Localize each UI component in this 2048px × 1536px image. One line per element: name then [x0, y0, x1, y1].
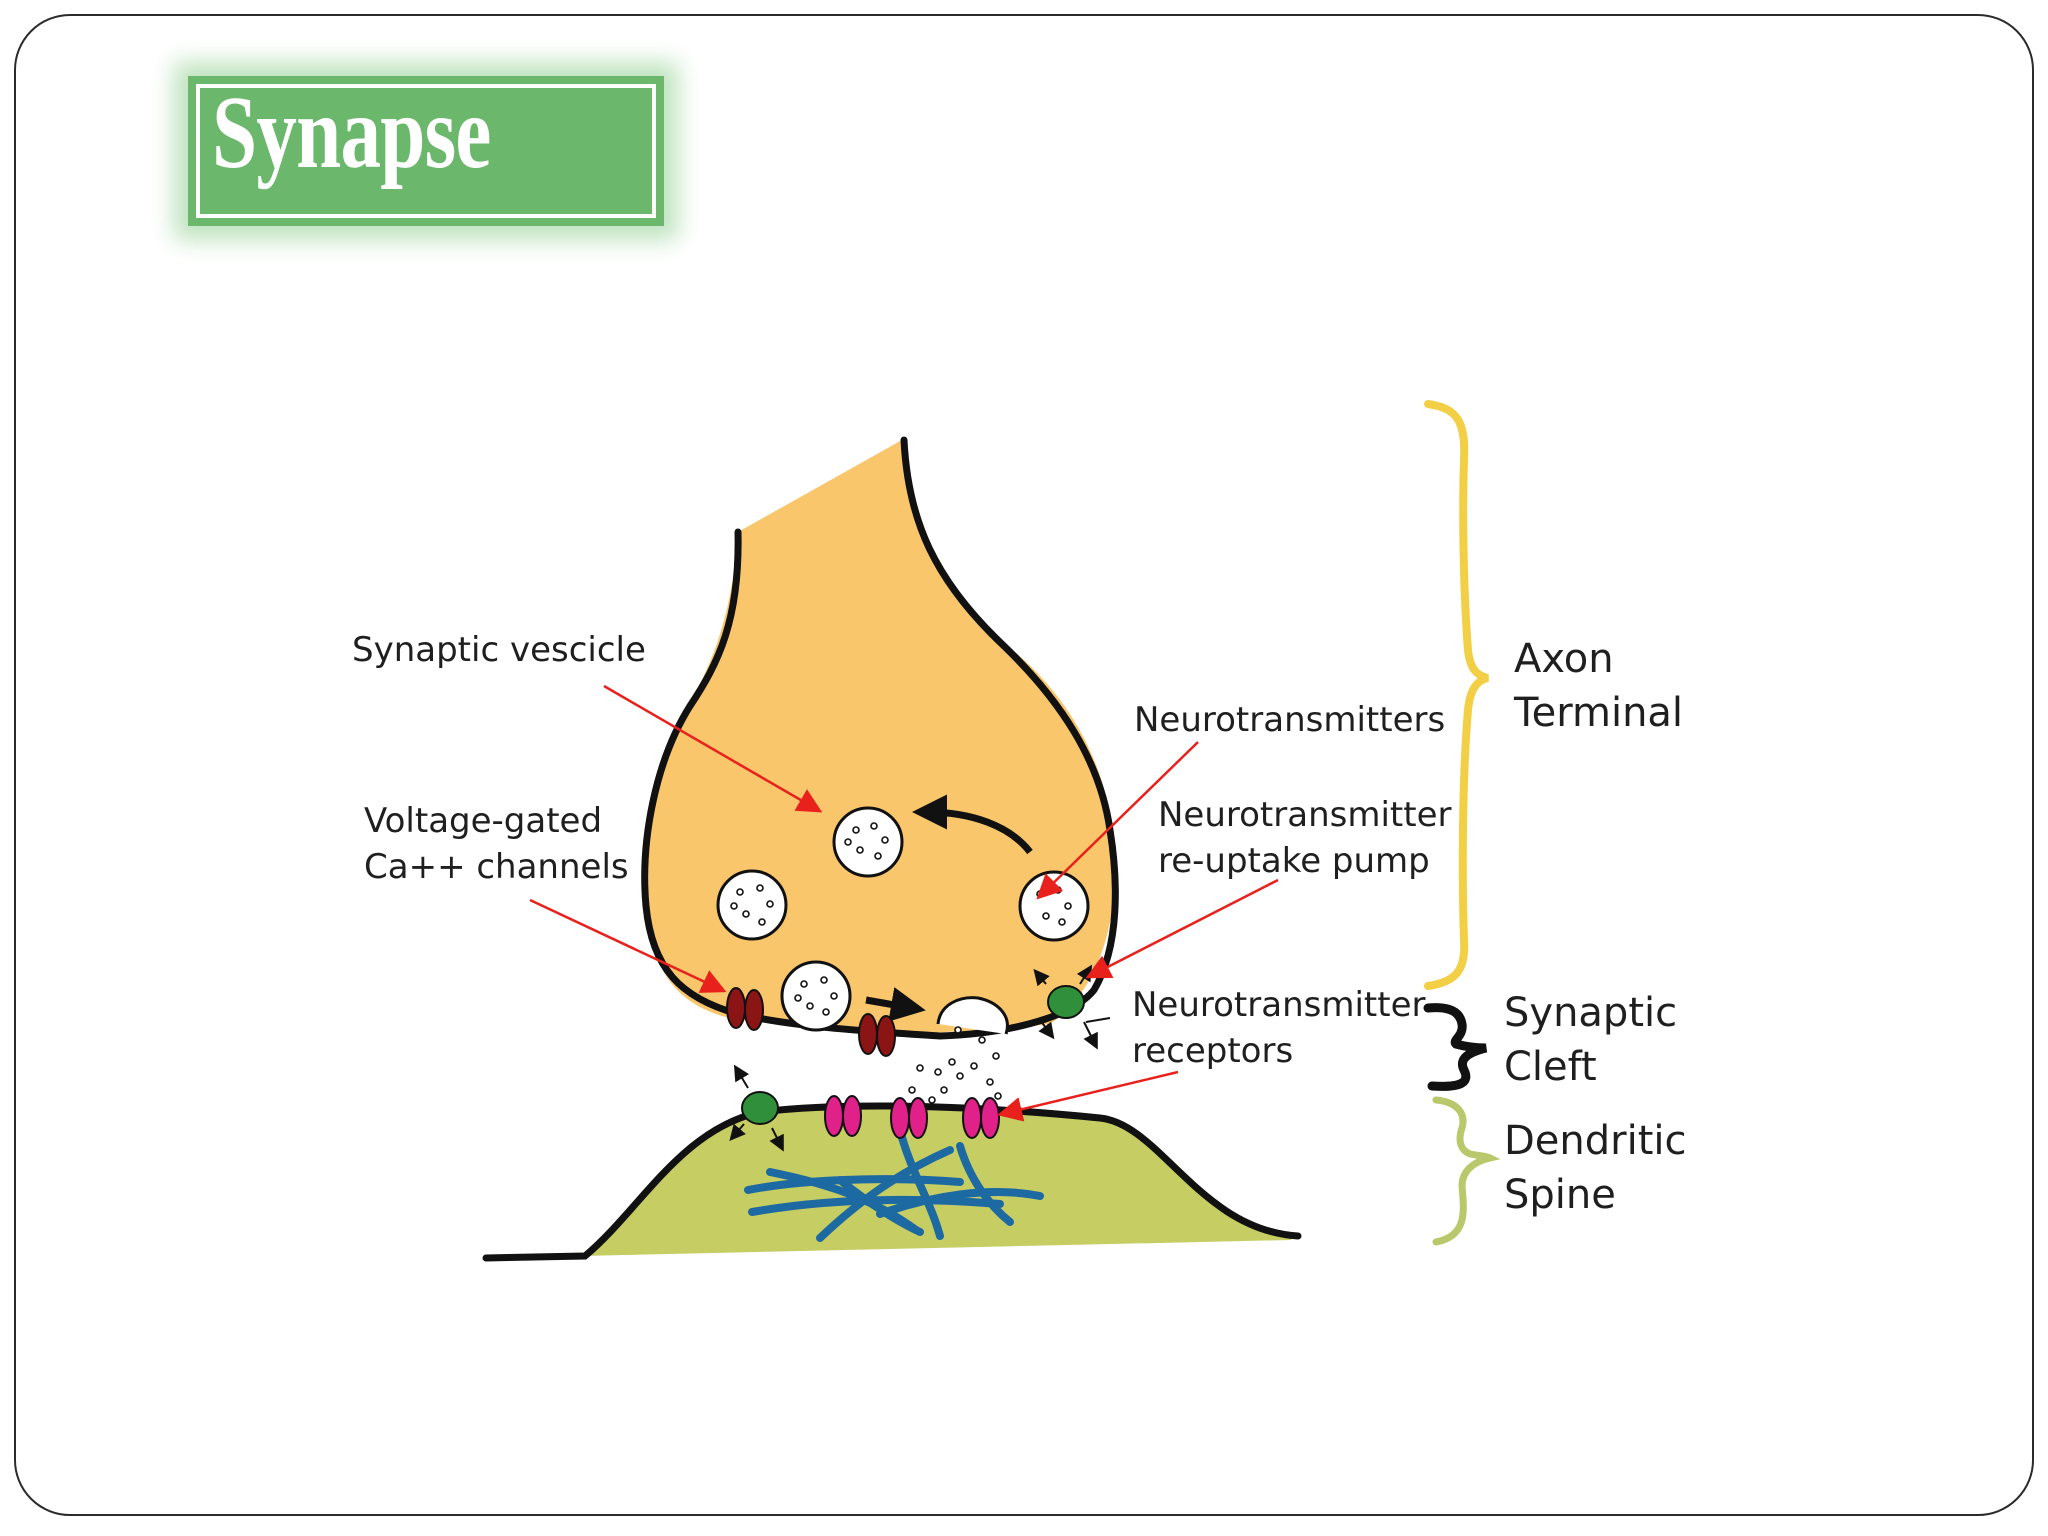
label-synaptic: Synaptic	[1504, 990, 1677, 1036]
label-spine: Spine	[1504, 1172, 1616, 1218]
slide-title: Synapse	[212, 75, 491, 190]
label-terminal: Terminal	[1513, 690, 1683, 736]
vesicle	[716, 869, 788, 941]
label-cleft: Cleft	[1504, 1044, 1597, 1090]
vesicle-cycle-arrows	[865, 794, 1033, 1022]
reuptake-pumps	[729, 964, 1111, 1152]
fusing-vesicle	[936, 996, 1009, 1035]
label-receptors-line1: Neurotransmitter	[1132, 985, 1425, 1025]
label-axon: Axon	[1514, 636, 1614, 682]
label-neurotransmitters: Neurotransmitters	[1134, 700, 1445, 740]
brace-synaptic-cleft	[1423, 1003, 1488, 1091]
label-pointer-arrows	[529, 684, 1279, 1122]
vesicle	[832, 806, 904, 878]
label-pump-line1: Neurotransmitter	[1158, 795, 1451, 835]
title-box: Synapse	[188, 76, 664, 226]
vesicle	[780, 960, 852, 1032]
ca-channels	[726, 987, 896, 1057]
synaptic-vesicles	[716, 806, 1090, 1035]
label-synaptic-vescicle: Synaptic vescicle	[352, 630, 646, 670]
label-dendritic: Dendritic	[1504, 1118, 1687, 1164]
label-ca-channels: Ca++ channels	[364, 847, 629, 887]
label-voltage-gated: Voltage-gated	[364, 801, 602, 841]
nt-receptors	[824, 1095, 1000, 1139]
label-receptors-line2: receptors	[1132, 1031, 1293, 1071]
cytoskeleton	[744, 1126, 1044, 1242]
label-pump-line2: re-uptake pump	[1158, 841, 1430, 881]
axon-terminal	[641, 436, 1119, 1040]
brace-axon-terminal	[1424, 400, 1490, 990]
brace-dendritic-spine	[1432, 1096, 1501, 1246]
